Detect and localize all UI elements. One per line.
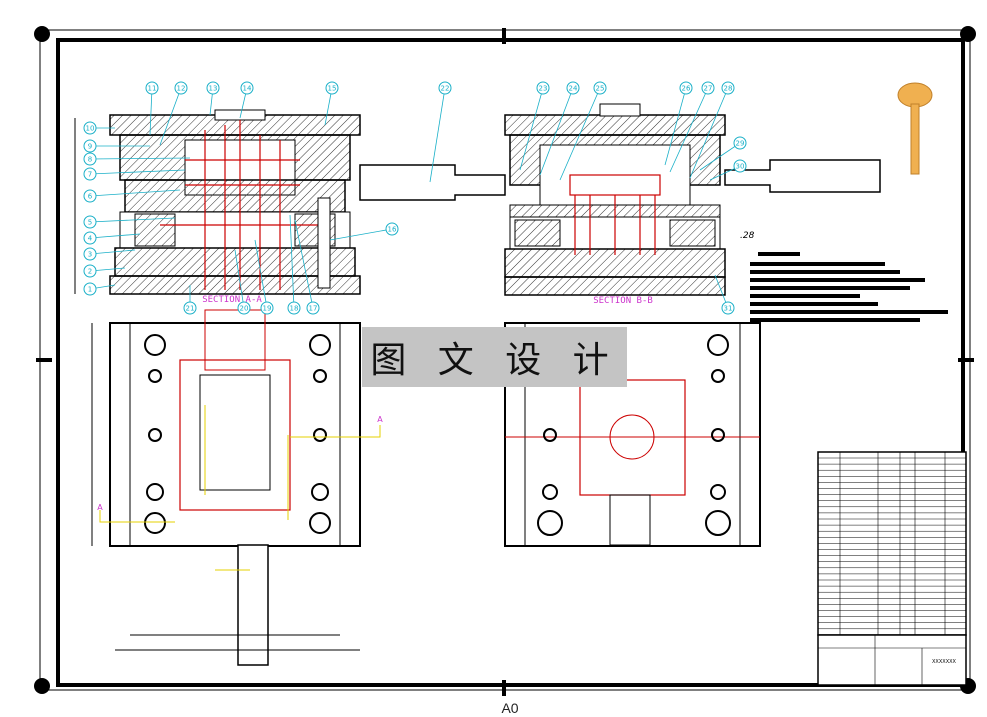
part-balloon-left-1: 2 — [88, 268, 92, 276]
part-balloon-left-14: 15 — [328, 85, 337, 93]
part-balloon-left-18: 19 — [263, 305, 272, 313]
part-balloon-left-5: 6 — [88, 193, 93, 201]
part-balloon-right-4: 26 — [682, 85, 691, 93]
corner-mark-bl — [34, 678, 50, 694]
sheet-size-label: A0 — [501, 700, 519, 716]
part-balloon-right-2: 24 — [569, 85, 578, 93]
corner-mark-tr — [960, 26, 976, 42]
part-balloon-left-4: 5 — [88, 219, 92, 227]
title-block-code: XXXXXXX — [932, 659, 957, 665]
corner-mark-tl — [34, 26, 50, 42]
part-balloon-left-13: 14 — [243, 85, 252, 93]
part-balloon-right-8: 30 — [736, 163, 745, 171]
part-balloon-left-17: 18 — [290, 305, 299, 313]
part-balloon-left-7: 8 — [88, 156, 92, 164]
section-a-label: SECTION A-A — [202, 295, 262, 305]
cut-mark-a-right: A — [377, 415, 383, 424]
scale-note: .28 — [740, 231, 755, 241]
part-3d-preview — [897, 82, 933, 175]
watermark-banner: 图 文 设 计 — [362, 327, 627, 387]
part-balloon-left-9: 10 — [86, 125, 95, 133]
part-balloon-left-10: 11 — [148, 85, 157, 93]
part-balloon-left-2: 3 — [88, 251, 92, 259]
part-balloon-right-1: 23 — [539, 85, 548, 93]
section-b-view — [359, 103, 881, 296]
cut-mark-a-left: A — [97, 503, 103, 512]
part-balloon-left-19: 20 — [240, 305, 249, 313]
part-balloon-left-12: 13 — [209, 85, 218, 93]
part-balloon-left-8: 9 — [88, 143, 92, 151]
part-balloon-right-6: 28 — [724, 85, 733, 93]
part-balloon-left-15: 16 — [388, 226, 397, 234]
plan-view-a — [91, 309, 381, 666]
part-balloon-right-3: 25 — [596, 85, 605, 93]
section-b-label: SECTION B-B — [593, 296, 653, 306]
part-balloon-left-0: 1 — [88, 286, 92, 294]
part-balloon-left-20: 21 — [186, 305, 195, 313]
part-balloon-right-9: 31 — [724, 305, 733, 313]
part-balloon-left-6: 7 — [88, 171, 92, 179]
part-balloon-left-16: 17 — [309, 305, 318, 313]
part-balloon-left-3: 4 — [88, 235, 93, 243]
section-a-view — [74, 109, 361, 295]
part-balloon-right-7: 29 — [736, 140, 745, 148]
technical-notes — [750, 252, 948, 322]
part-balloon-left-11: 12 — [177, 85, 186, 93]
part-balloon-right-0: 22 — [441, 85, 450, 93]
part-balloon-right-5: 27 — [704, 85, 713, 93]
parts-list-table: XXXXXXX — [817, 451, 967, 686]
drawing-frame — [34, 26, 976, 696]
